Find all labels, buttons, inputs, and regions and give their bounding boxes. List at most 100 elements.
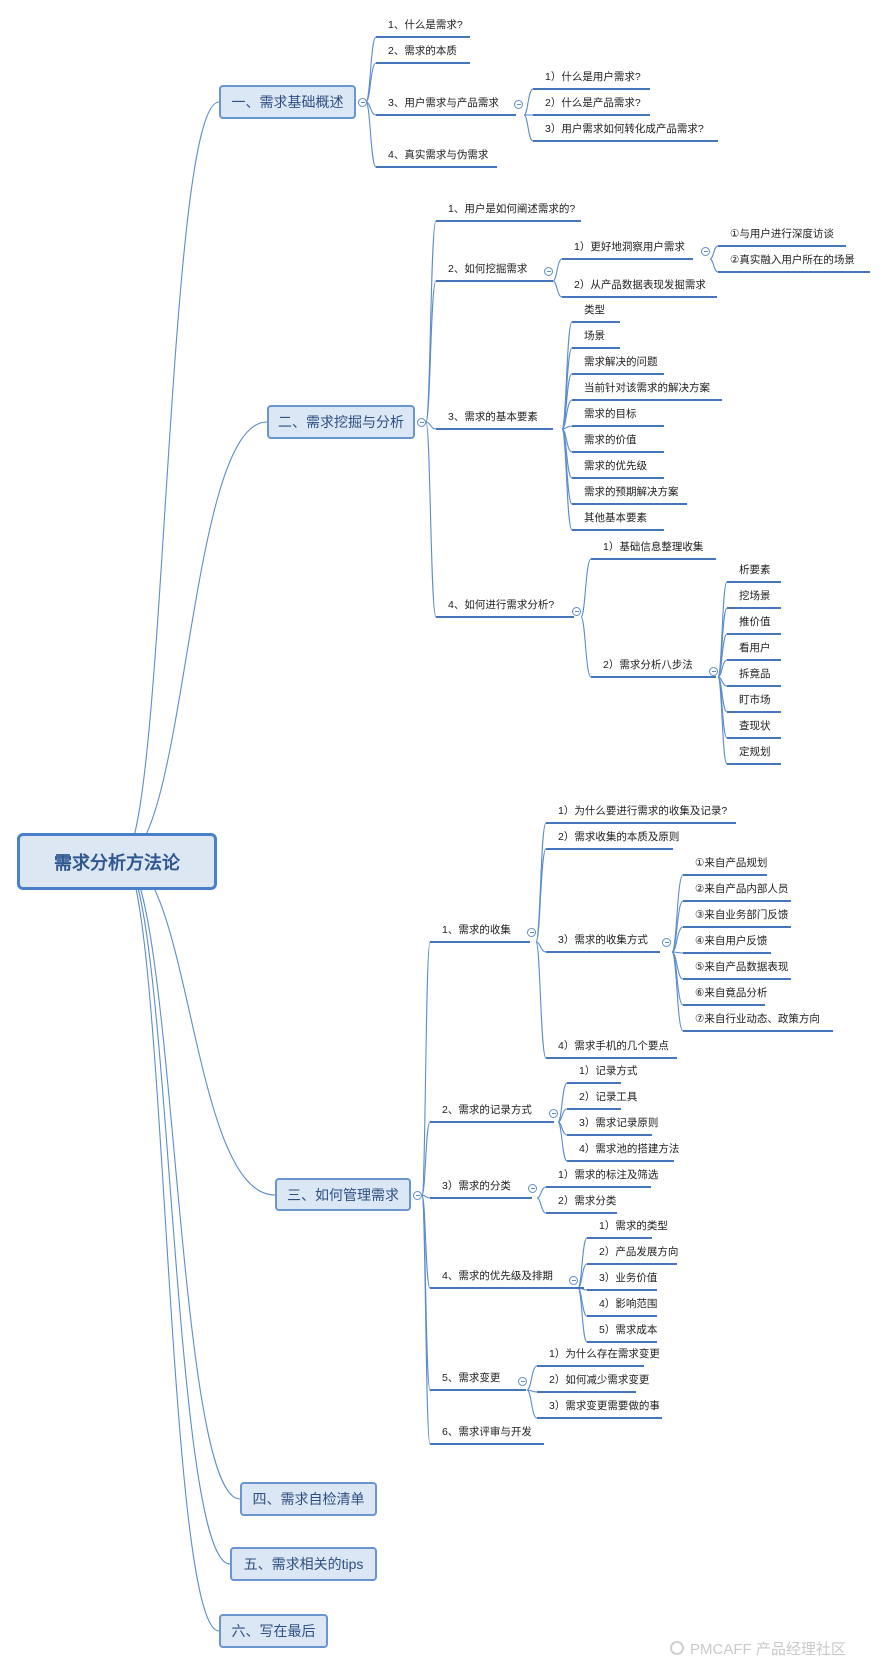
topic-underline [683, 978, 791, 980]
topic-underline [430, 1443, 544, 1445]
connector-line [671, 926, 684, 953]
topic-label: ①与用户进行深度访谈 [730, 228, 834, 240]
topic-underline [718, 271, 870, 273]
collapse-toggle-icon[interactable] [569, 1275, 578, 1285]
branch-node-b6[interactable]: 六、写在最后 [219, 1614, 328, 1648]
connector-line [717, 581, 728, 678]
connector-line [121, 857, 220, 1632]
topic-underline [572, 321, 620, 323]
topic-label: 场景 [584, 330, 605, 342]
topic-underline [562, 258, 693, 260]
connector-line [557, 1108, 568, 1123]
collapse-toggle-icon[interactable] [528, 1183, 537, 1193]
collapse-toggle-icon[interactable] [518, 1376, 527, 1386]
topic-label: 推价值 [739, 616, 771, 628]
topic-underline [546, 951, 660, 953]
topic-label: 盯市场 [739, 694, 771, 706]
topic-underline [376, 62, 470, 64]
topic-underline [718, 245, 846, 247]
root-label: 需求分析方法论 [54, 852, 180, 873]
topic-label: 1）为什么存在需求变更 [549, 1348, 660, 1360]
topic-underline [591, 676, 716, 678]
topic-underline [572, 373, 664, 375]
connector-line [717, 659, 728, 678]
topic-underline [567, 1082, 621, 1084]
collapse-toggle-icon[interactable] [514, 99, 523, 109]
topic-label: 其他基本要素 [584, 512, 647, 524]
branch-node-b3[interactable]: 三、如何管理需求 [275, 1178, 411, 1211]
topic-underline [430, 1287, 584, 1289]
connector-line [365, 101, 377, 168]
topic-underline [572, 529, 664, 531]
branch-node-b5[interactable]: 五、需求相关的tips [230, 1547, 377, 1581]
topic-underline [683, 926, 791, 928]
branch-label: 二、需求挖掘与分析 [278, 414, 404, 430]
topic-label: 3）需求变更需要做的事 [549, 1400, 660, 1412]
topic-underline [727, 581, 781, 583]
topic-underline [430, 1197, 532, 1199]
topic-underline [546, 1212, 617, 1214]
collapse-toggle-icon[interactable] [358, 97, 367, 107]
connector-line [536, 1197, 547, 1214]
watermark-logo-icon [670, 1641, 684, 1655]
collapse-toggle-icon[interactable] [549, 1108, 558, 1118]
topic-label: 1、需求的收集 [442, 924, 511, 936]
branch-label: 五、需求相关的tips [243, 1556, 364, 1572]
collapse-toggle-icon[interactable] [572, 606, 581, 616]
collapse-toggle-icon[interactable] [413, 1190, 422, 1200]
branch-node-b1[interactable]: 一、需求基础概述 [219, 85, 356, 119]
topic-label: 3）用户需求如何转化成产品需求? [545, 123, 704, 135]
topic-underline [727, 633, 781, 635]
topic-label: 需求解决的问题 [584, 356, 658, 368]
branch-node-b2[interactable]: 二、需求挖掘与分析 [267, 405, 415, 439]
connector-line [557, 1082, 568, 1123]
topic-underline [546, 1057, 677, 1059]
topic-underline [587, 1237, 652, 1239]
topic-label: 2）从产品数据表现发掘需求 [574, 279, 706, 291]
topic-underline [587, 1341, 657, 1343]
topic-underline [533, 88, 650, 90]
collapse-toggle-icon[interactable] [544, 266, 553, 276]
topic-label: 4、真实需求与伪需求 [388, 149, 489, 161]
root-node[interactable]: 需求分析方法论 [17, 833, 217, 890]
topic-label: 2）需求分析八步法 [603, 659, 693, 671]
collapse-toggle-icon[interactable] [417, 417, 426, 427]
connector-line [671, 951, 684, 1032]
topic-label: ③来自业务部门反馈 [695, 909, 789, 921]
topic-underline [537, 1391, 636, 1393]
topic-label: ⑥来自竟品分析 [695, 987, 768, 999]
branch-label: 四、需求自检清单 [252, 1491, 365, 1507]
topic-label: ④来自用户反馈 [695, 935, 768, 947]
collapse-toggle-icon[interactable] [701, 246, 710, 256]
connector-line [536, 1186, 547, 1199]
topic-underline [376, 166, 497, 168]
connector-line [523, 88, 534, 116]
topic-label: 2）什么是产品需求? [545, 97, 641, 109]
connector-line [580, 616, 592, 678]
topic-underline [727, 763, 781, 765]
topic-label: 需求的优先级 [584, 460, 647, 472]
topic-label: 5、需求变更 [442, 1372, 501, 1384]
connector-line [709, 245, 719, 260]
topic-label: 1）更好地洞察用户需求 [574, 241, 685, 253]
topic-label: 2）产品发展方向 [599, 1246, 679, 1258]
connector-line [523, 114, 534, 142]
topic-underline [436, 616, 574, 618]
topic-underline [567, 1134, 652, 1136]
branch-node-b4[interactable]: 四、需求自检清单 [240, 1482, 377, 1516]
topic-label: 1）为什么要进行需求的收集及记录? [558, 805, 728, 817]
collapse-toggle-icon[interactable] [527, 927, 536, 937]
branch-label: 三、如何管理需求 [287, 1186, 399, 1203]
topic-label: 需求的预期解决方案 [584, 486, 679, 498]
topic-label: 4、需求的优先级及排期 [442, 1270, 553, 1282]
connector-line [425, 421, 437, 618]
collapse-toggle-icon[interactable] [662, 937, 671, 947]
connector-line [561, 428, 573, 531]
topic-label: 3）业务价值 [599, 1272, 658, 1284]
connector-line [421, 1194, 431, 1445]
topic-underline [683, 952, 771, 954]
topic-label: 4）需求手机的几个要点 [558, 1040, 669, 1052]
topic-label: 4、如何进行需求分析? [448, 599, 555, 611]
collapse-toggle-icon[interactable] [709, 666, 718, 676]
